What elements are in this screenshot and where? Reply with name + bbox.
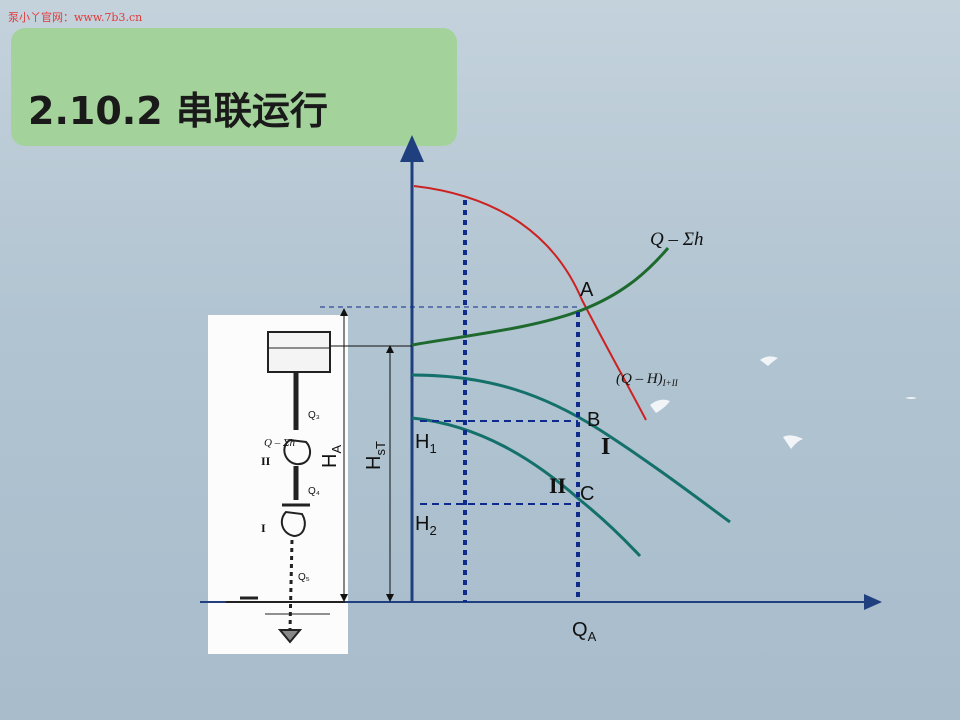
sketch-q-sum-h: Q – Σh (264, 437, 295, 449)
pipe-curve-label: Q – Σh (650, 229, 704, 250)
title-box (11, 28, 457, 146)
QA-label: QA (572, 619, 597, 644)
combined-curve-label: (Q – H)I+II (616, 371, 679, 388)
sketch-q5: Q₅ (298, 572, 310, 583)
dimension-lines (330, 308, 412, 602)
sketch-roman-II: II (261, 454, 271, 468)
pump-II-curve (411, 416, 642, 558)
HA-label: HA (319, 445, 344, 468)
pump-sketch (226, 331, 345, 644)
HsT-label: HsT (363, 441, 388, 470)
sketch-roman-I: I (261, 521, 266, 535)
guide-lines (320, 200, 580, 602)
H1-label: H1 (415, 431, 437, 456)
pump-I-label: I (601, 434, 610, 460)
H2-label: H2 (415, 513, 437, 538)
point-B-label: B (587, 409, 600, 431)
pump-II-label: II (549, 473, 566, 498)
pipe-system-curve (411, 247, 670, 347)
point-C-label: C (580, 483, 594, 505)
point-A-label: A (580, 279, 594, 301)
sketch-q4: Q₄ (308, 486, 320, 497)
background-birds (650, 356, 917, 449)
combined-qh-curve (413, 185, 647, 421)
pump-I-curve (411, 373, 731, 524)
watermark: 泵小丫官网：www.7b3.cn (8, 11, 143, 24)
sketch-q3: Q₃ (308, 410, 320, 421)
page-title: 2.10.2 串联运行 (28, 89, 328, 133)
